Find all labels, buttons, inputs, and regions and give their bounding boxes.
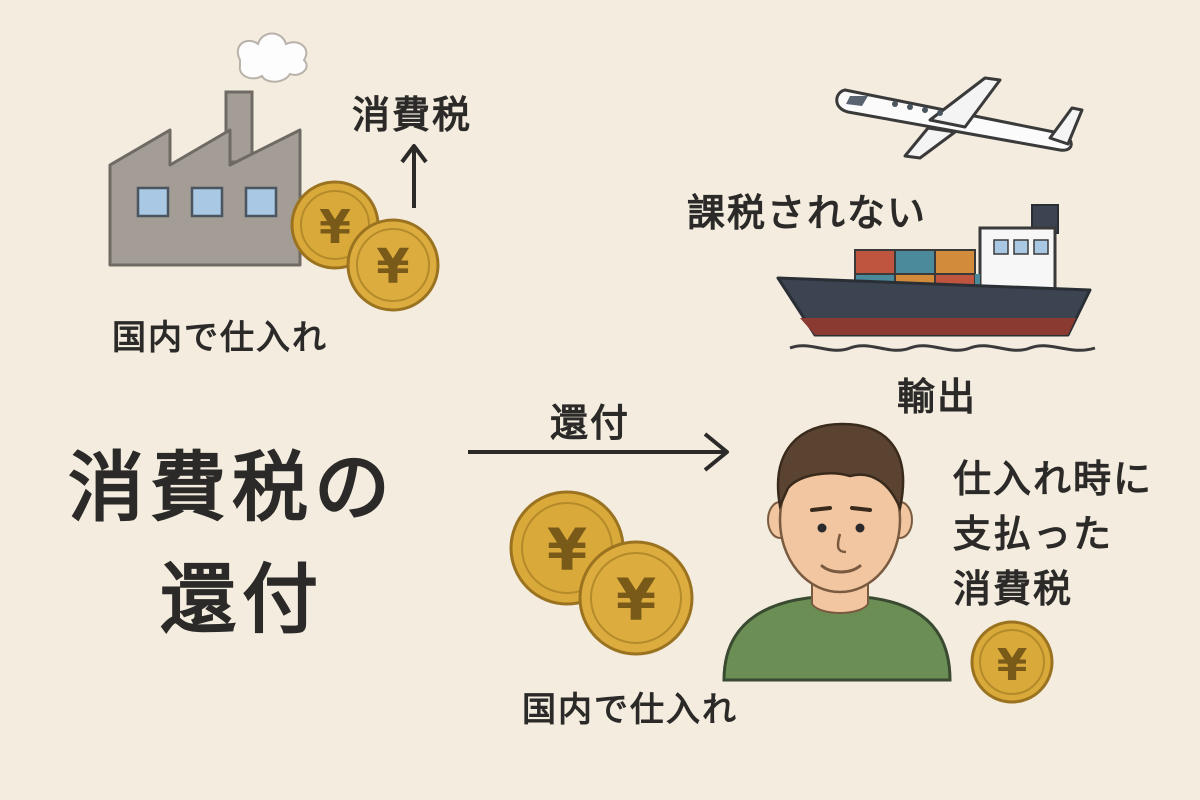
factory-icon [108,32,308,267]
domestic-purchase-label-bottom: 国内で仕入れ [522,690,738,730]
consumption-tax-label: 消費税 [352,93,473,137]
water-waves [789,344,1096,352]
svg-text:¥: ¥ [319,200,351,254]
airplane-icon [835,76,1084,160]
svg-text:¥: ¥ [997,640,1028,691]
not-taxed-label: 課税されない [687,191,928,235]
cargo-ship-icon [776,204,1096,352]
svg-text:¥: ¥ [376,239,409,295]
person-icon [722,422,952,682]
paid-tax-line-3: 消費税 [953,567,1074,612]
paid-tax-label: 仕入れ時に 支払った 消費税 [953,452,1153,617]
arrow-up-icon [400,144,428,208]
yen-coin-icon: ¥ [578,540,694,656]
yen-coin-icon: ¥ [346,218,440,312]
svg-text:¥: ¥ [547,516,587,584]
paid-tax-line-1: 仕入れ時に [953,457,1154,501]
yen-coin-icon: ¥ [970,620,1054,704]
svg-text:¥: ¥ [616,566,656,634]
export-label: 輸出 [897,375,978,419]
domestic-purchase-label-top: 国内で仕入れ [112,318,328,358]
arrow-right-icon [468,432,729,472]
title-line-2: 還付 [160,555,324,644]
paid-tax-line-2: 支払った [953,512,1114,557]
refund-label: 還付 [550,401,631,445]
title-line-1: 消費税の [68,443,396,532]
